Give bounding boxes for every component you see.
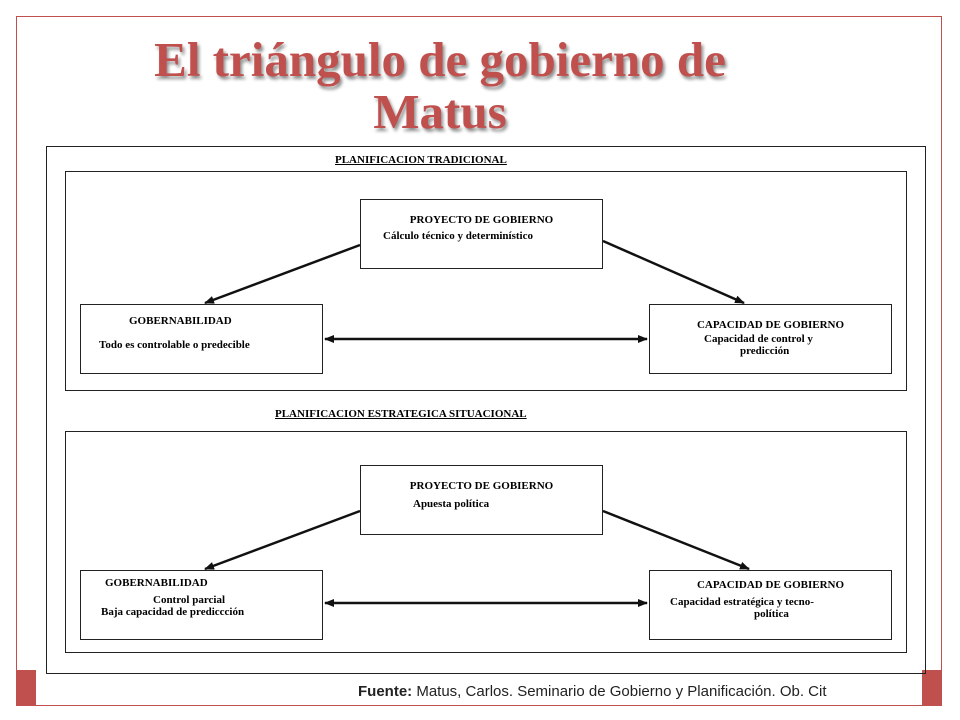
node-title: CAPACIDAD DE GOBIERNO — [696, 319, 845, 331]
diagram-figure: PLANIFICACION TRADICIONAL PROYECTO DE GO… — [46, 146, 926, 674]
node-desc: Baja capacidad de prediccción — [101, 606, 245, 618]
slide-title: El triángulo de gobierno de Matus — [40, 34, 840, 138]
title-line-2: Matus — [373, 84, 507, 139]
node-capacity-traditional: CAPACIDAD DE GOBIERNO Capacidad de contr… — [649, 304, 892, 374]
panel-strategic — [65, 431, 907, 653]
arrow-project-to-governability-strategic — [204, 509, 361, 571]
arrow-project-to-capacity-traditional — [602, 239, 745, 305]
node-desc: predicción — [740, 345, 790, 357]
node-desc: Capacidad estratégica y tecno- — [670, 596, 814, 608]
node-project-strategic: PROYECTO DE GOBIERNO Apuesta política — [360, 465, 603, 535]
node-desc: Todo es controlable o predecible — [99, 339, 250, 351]
section-heading-strategic: PLANIFICACION ESTRATEGICA SITUACIONAL — [275, 408, 527, 420]
node-governability-traditional: GOBERNABILIDAD Todo es controlable o pre… — [80, 304, 323, 374]
node-desc: Apuesta política — [413, 498, 490, 510]
source-text: Matus, Carlos. Seminario de Gobierno y P… — [412, 683, 827, 700]
node-governability-strategic: GOBERNABILIDAD Control parcial Baja capa… — [80, 570, 323, 640]
section-heading-traditional: PLANIFICACION TRADICIONAL — [335, 154, 507, 166]
node-title: GOBERNABILIDAD — [105, 577, 208, 589]
node-desc: política — [754, 608, 789, 620]
title-line-1: El triángulo de gobierno de — [154, 32, 726, 87]
node-desc: Control parcial — [153, 594, 226, 606]
node-title: PROYECTO DE GOBIERNO — [409, 480, 554, 492]
node-capacity-strategic: CAPACIDAD DE GOBIERNO Capacidad estratég… — [649, 570, 892, 640]
slide-frame — [16, 16, 942, 706]
diagram-arrows — [204, 239, 750, 607]
source-label: Fuente: — [358, 683, 413, 700]
node-project-traditional: PROYECTO DE GOBIERNO Cálculo técnico y d… — [360, 199, 603, 269]
node-desc: Cálculo técnico y determinístico — [383, 230, 533, 242]
arrow-project-to-capacity-strategic — [602, 509, 750, 571]
accent-bar-right — [922, 670, 942, 706]
arrow-project-to-governability-traditional — [204, 243, 361, 305]
node-title: PROYECTO DE GOBIERNO — [409, 214, 554, 226]
accent-bar-left — [16, 670, 36, 706]
source-citation: Fuente: Matus, Carlos. Seminario de Gobi… — [358, 683, 827, 700]
node-title: GOBERNABILIDAD — [129, 315, 232, 327]
node-title: CAPACIDAD DE GOBIERNO — [696, 579, 845, 591]
panel-traditional — [65, 171, 907, 391]
node-desc: Capacidad de control y — [704, 333, 813, 345]
